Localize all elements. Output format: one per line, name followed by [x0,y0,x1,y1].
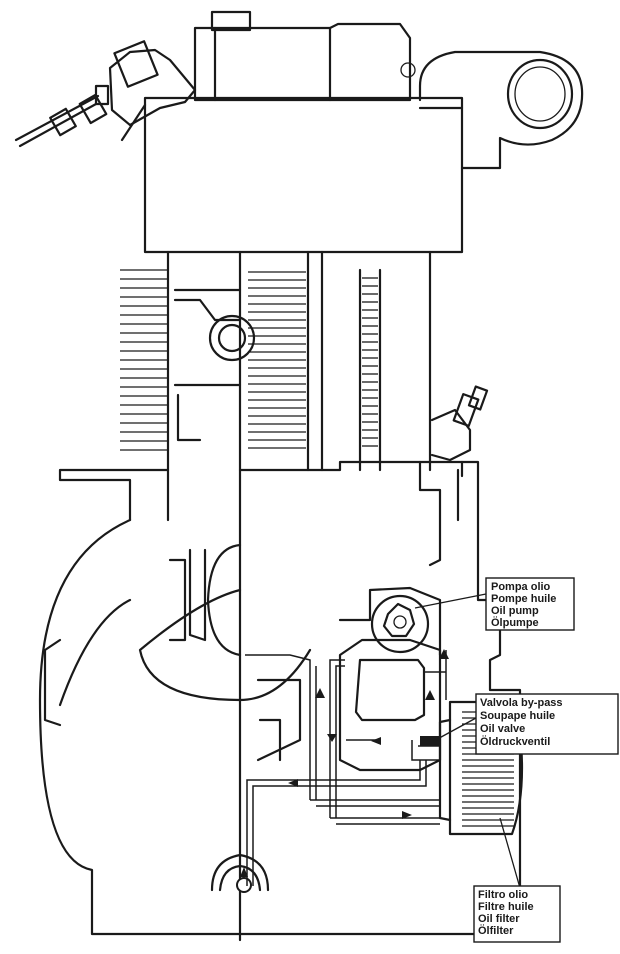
right-sensor-plug [430,385,489,462]
injector [14,40,197,148]
oil-pump [338,586,442,657]
label-bypass-de: Öldruckventil [480,735,550,748]
label-oil-filter: Filtro olio Filtre huile Oil filter Ölfi… [473,885,561,943]
label-oil-filter-en: Oil filter [478,913,520,925]
piston [173,288,256,442]
exhaust-pipe [418,50,584,170]
leader-lines [414,593,521,889]
cylinder-block [166,250,432,942]
label-bypass-it: Valvola by-pass [480,697,563,709]
label-bypass-en: Oil valve [480,723,525,735]
center-cooling-fins [248,271,378,449]
rocker-cover [193,10,416,102]
bypass-valve [420,736,440,746]
label-oil-filter-de: Ölfilter [478,924,514,937]
label-bypass-fr: Soupape huile [480,710,555,722]
crankcase [38,460,522,936]
crankshaft [58,543,312,707]
label-oil-filter-fr: Filtre huile [478,901,534,913]
label-bypass-valve: Valvola by-pass Soupape huile Oil valve … [475,693,619,755]
label-oil-filter-it: Filtro olio [478,889,528,901]
label-oil-pump-fr: Pompe huile [491,593,556,605]
oil-galleries [245,650,447,886]
cylinder-head [120,96,464,254]
label-oil-pump-en: Oil pump [491,605,539,617]
label-oil-pump-it: Pompa olio [491,581,551,593]
label-oil-pump-de: Ölpumpe [491,616,539,629]
oil-flow-arrows [240,649,449,877]
label-oil-pump: Pompa olio Pompe huile Oil pump Ölpumpe [485,577,575,631]
oil-strainer [210,853,270,893]
left-cooling-fins [120,269,168,451]
